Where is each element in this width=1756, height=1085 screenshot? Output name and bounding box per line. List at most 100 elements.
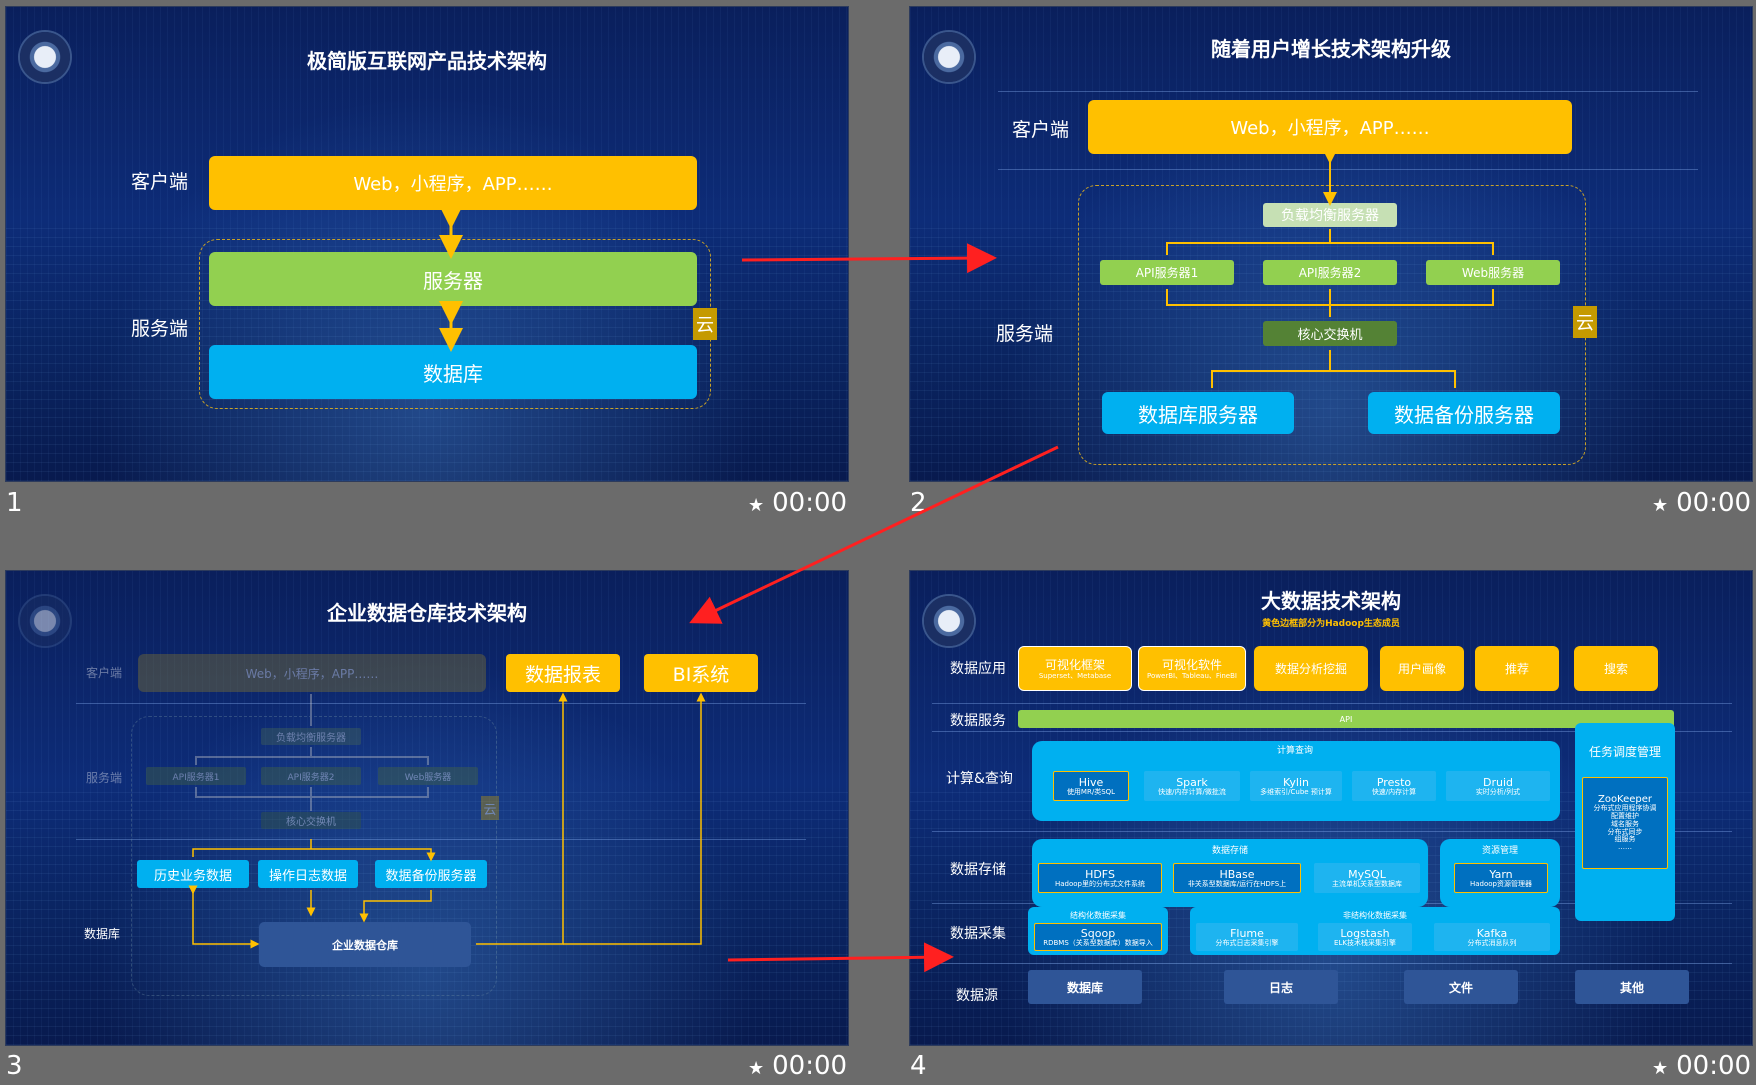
web-server: Web服务器 — [1426, 260, 1560, 285]
app-name: 可视化框架 — [1044, 658, 1105, 673]
item-name: HBase — [1219, 867, 1255, 881]
slide-number-3: 3 — [6, 1051, 23, 1081]
item-sub: 主流单机关系型数据库 — [1332, 879, 1402, 888]
slide-title: 极简版互联网产品技术架构 — [307, 49, 547, 73]
api-server-2: API服务器2 — [261, 767, 361, 785]
item-name: Flume — [1230, 926, 1264, 940]
struct-title: 结构化数据采集 — [1070, 911, 1126, 920]
item-sub: Hadoop里的分布式文件系统 — [1054, 879, 1145, 888]
slide-title: 大数据技术架构 — [1261, 589, 1401, 613]
connector-arrows — [1166, 150, 1494, 388]
zk-line: 组服务 — [1614, 835, 1636, 844]
app-data-mining: 数据分析挖掘 — [1254, 646, 1368, 691]
slide-time-2: ★00:00 — [1652, 488, 1752, 518]
client-box: Web，小程序，APP…… — [138, 654, 486, 692]
item-name: Presto — [1376, 775, 1412, 789]
row-label-service: 数据服务 — [950, 713, 1006, 729]
item-sub: 快速/内存计算 — [1371, 787, 1417, 796]
item-name: Spark — [1176, 775, 1208, 789]
db-label: 数据库 — [84, 927, 121, 941]
slide-1[interactable]: 极简版互联网产品技术架构 客户端 Web，小程序，APP…… 服务端 服务器 数… — [6, 7, 848, 481]
zk-line: 配置维护 — [1611, 812, 1639, 821]
slide-4[interactable]: 大数据技术架构 黄色边框部分为Hadoop生态成员 数据应用 数据服务 计算&查… — [910, 571, 1752, 1045]
item-name: Yarn — [1489, 867, 1513, 881]
divider — [932, 831, 1732, 832]
item-sub: ELK技术栈采集引擎 — [1334, 938, 1396, 947]
divider — [932, 963, 1732, 964]
item-sub: 分布式日志采集引擎 — [1215, 938, 1279, 947]
resource-yarn: Yarn Hadoop资源管理器 — [1454, 863, 1548, 893]
row-label-compute: 计算&查询 — [946, 771, 1013, 787]
row-label-source: 数据源 — [956, 988, 998, 1004]
app-name: 可视化软件 — [1161, 658, 1222, 673]
item-name: Kylin — [1282, 775, 1309, 789]
divider — [932, 731, 1732, 732]
item-name: Hive — [1078, 775, 1104, 789]
collect-flume: Flume 分布式日志采集引擎 — [1196, 923, 1298, 951]
item-sub: 使用MR/类SQL — [1066, 787, 1116, 796]
core-switch: 核心交换机 — [261, 812, 361, 829]
row-label-storage: 数据存储 — [950, 862, 1006, 878]
divider — [932, 703, 1732, 704]
divider — [998, 169, 1698, 170]
app-user-profile: 用户画像 — [1380, 646, 1464, 691]
logo-emblem — [924, 32, 974, 82]
history-data: 历史业务数据 — [137, 860, 249, 888]
item-sub: 多维索引/Cube 预计算 — [1260, 787, 1332, 796]
bi-box: BI系统 — [644, 654, 758, 692]
zk-line: 分布式应用程序协调 — [1593, 804, 1657, 813]
db-server: 数据库服务器 — [1102, 392, 1294, 434]
item-sub: 实时分析/列式 — [1475, 787, 1521, 796]
compute-kylin: Kylin 多维索引/Cube 预计算 — [1250, 771, 1342, 801]
star-icon: ★ — [748, 495, 765, 516]
slide-title: 随着用户增长技术架构升级 — [1211, 37, 1451, 61]
slide-subtitle: 黄色边框部分为Hadoop生态成员 — [1262, 619, 1400, 629]
compute-spark: Spark 快速/内存计算/微批流 — [1144, 771, 1240, 801]
slide-time-1: ★00:00 — [748, 488, 848, 518]
source-file: 文件 — [1404, 970, 1518, 1004]
item-sub: 快速/内存计算/微批流 — [1158, 787, 1226, 796]
row-label-app: 数据应用 — [950, 661, 1006, 677]
row-label-collect: 数据采集 — [950, 926, 1006, 942]
item-name: HDFS — [1085, 867, 1115, 881]
compute-druid: Druid 实时分析/列式 — [1446, 771, 1550, 801]
storage-title: 数据存储 — [1211, 846, 1248, 856]
item-sub: 分布式消息队列 — [1467, 938, 1517, 947]
slide-number-1: 1 — [6, 488, 23, 518]
api-server-1: API服务器1 — [1100, 260, 1234, 285]
app-search: 搜索 — [1574, 646, 1658, 691]
server-group — [131, 716, 497, 996]
app-recommend: 推荐 — [1475, 646, 1559, 691]
slide-title: 企业数据仓库技术架构 — [327, 601, 527, 625]
report-box: 数据报表 — [506, 654, 620, 692]
client-box: Web，小程序，APP…… — [209, 156, 697, 210]
star-icon: ★ — [748, 1058, 765, 1079]
slide-2[interactable]: 随着用户增长技术架构升级 客户端 Web，小程序，APP…… 服务端 负载均衡服… — [910, 7, 1752, 481]
compute-hive: Hive 使用MR/类SQL — [1053, 771, 1129, 801]
item-name: MySQL — [1348, 867, 1386, 881]
connector-arrows — [439, 205, 463, 352]
logo-emblem — [20, 32, 70, 82]
slide-3[interactable]: 企业数据仓库技术架构 客户端 Web，小程序，APP…… 服务端 负载均衡服务器… — [6, 571, 848, 1045]
slide-time-3: ★00:00 — [748, 1051, 848, 1081]
storage-mysql: MySQL 主流单机关系型数据库 — [1314, 863, 1420, 893]
compute-presto: Presto 快速/内存计算 — [1352, 771, 1436, 801]
cloud-badge: 云 — [1573, 306, 1597, 338]
item-name: Logstash — [1340, 926, 1390, 940]
item-name: Kafka — [1476, 926, 1508, 940]
divider — [76, 703, 806, 704]
collect-logstash: Logstash ELK技术栈采集引擎 — [1318, 923, 1412, 951]
item-name: ZooKeeper — [1597, 794, 1653, 806]
api-bar: API — [1018, 710, 1674, 728]
source-other: 其他 — [1575, 970, 1689, 1004]
log-data: 操作日志数据 — [258, 860, 358, 888]
storage-hdfs: HDFS Hadoop里的分布式文件系统 — [1038, 863, 1162, 893]
item-sub: Hadoop资源管理器 — [1469, 879, 1532, 888]
storage-hbase: HBase 非关系型数据库/运行在HDFS上 — [1173, 863, 1301, 893]
web-server: Web服务器 — [378, 767, 478, 785]
cloud-badge: 云 — [693, 308, 717, 340]
client-label: 客户端 — [131, 171, 189, 193]
item-sub: 非关系型数据库/运行在HDFS上 — [1187, 879, 1287, 888]
app-visual-software: 可视化软件 PowerBI、Tableau、FineBI — [1138, 646, 1246, 691]
server-label: 服务端 — [131, 318, 189, 340]
